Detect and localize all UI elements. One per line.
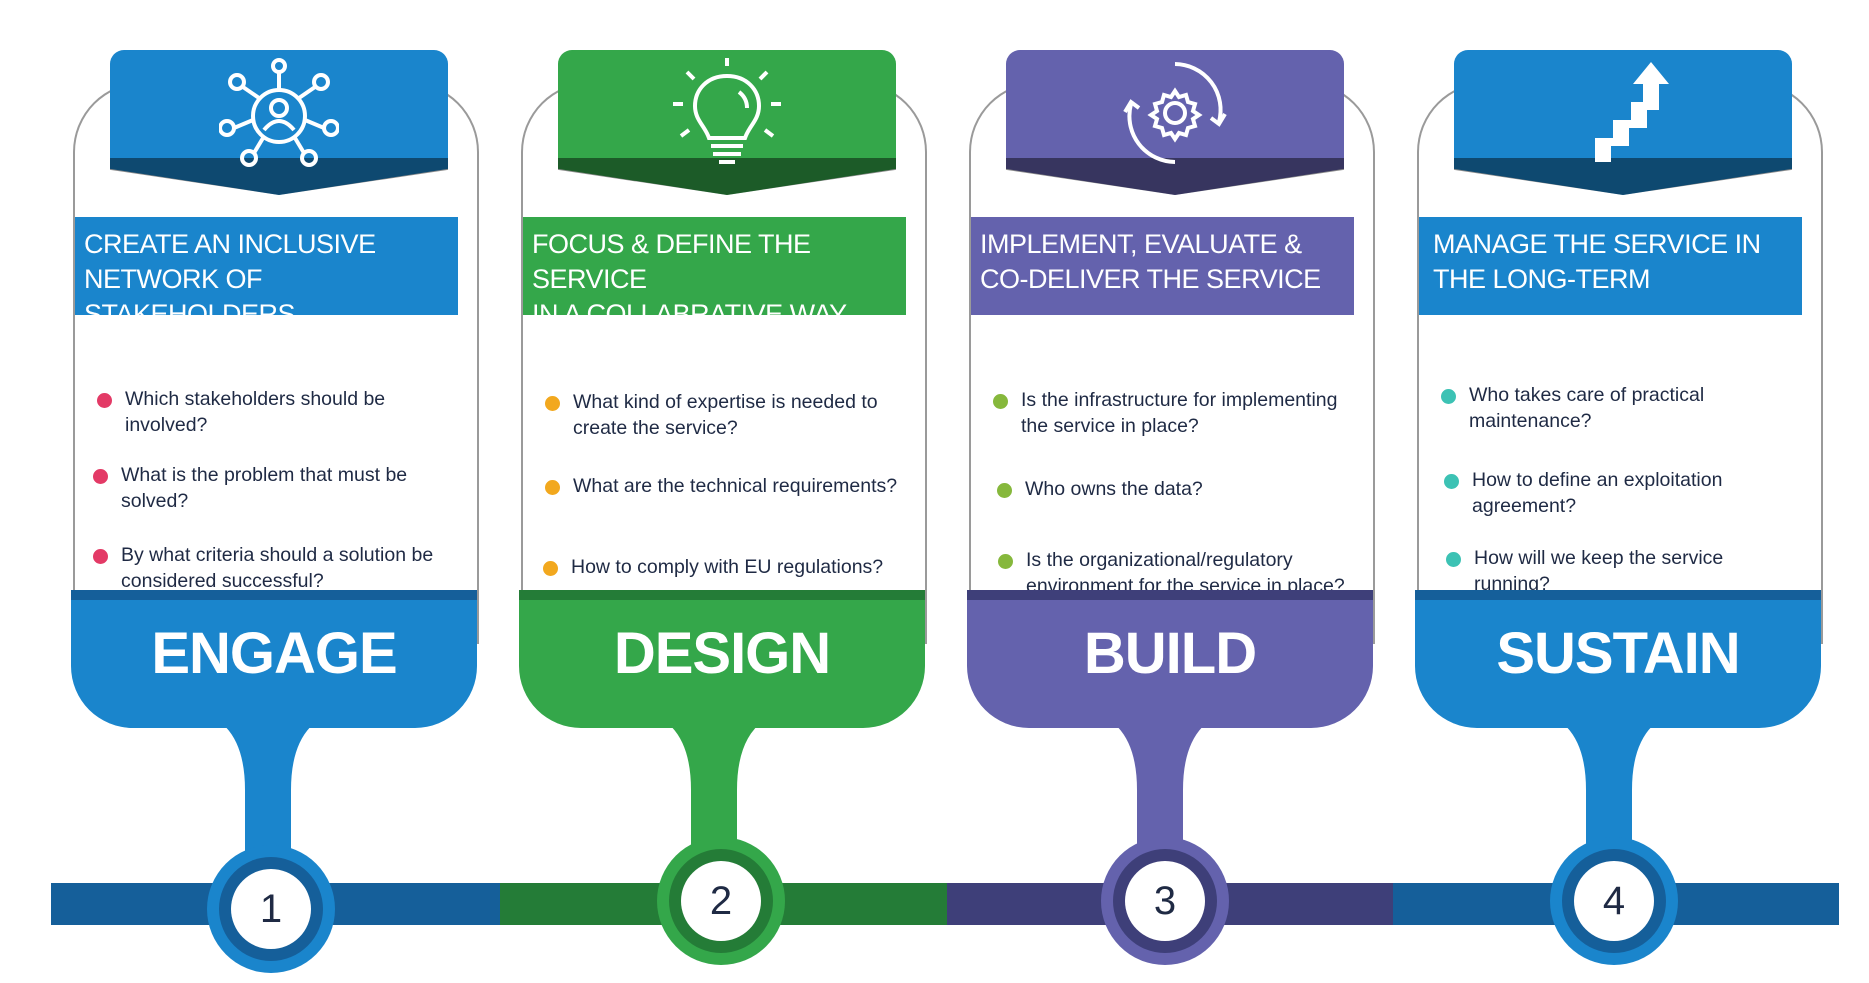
- phase-label-block: ENGAGE: [71, 590, 477, 728]
- question-line1: How to comply with EU regulations?: [571, 556, 884, 578]
- question-line1: Who takes care of practical: [1469, 384, 1705, 406]
- question-item: Which stakeholders should be involved?: [83, 386, 475, 438]
- phase-title-line2: THE LONG-TERM: [1433, 264, 1651, 294]
- connector-stem: [1085, 710, 1235, 920]
- phase-title-line1: IMPLEMENT, EVALUATE &: [980, 229, 1302, 259]
- bullet-dot: [545, 480, 560, 495]
- phase-card-sustain: MANAGE THE SERVICE IN THE LONG-TERM Who …: [1415, 50, 1869, 970]
- bullet-dot: [1446, 552, 1461, 567]
- question-item: By what criteria should a solution be co…: [79, 542, 471, 594]
- question-line1: Is the organizational/regulatory: [1026, 549, 1293, 571]
- question-line1: By what criteria should a solution be: [121, 544, 434, 566]
- step-number-badge: 1: [207, 845, 335, 973]
- bullet-dot: [993, 394, 1008, 409]
- phase-label: ENGAGE: [151, 621, 397, 686]
- phase-title: MANAGE THE SERVICE IN THE LONG-TERM: [1433, 227, 1805, 297]
- phase-label: SUSTAIN: [1496, 621, 1740, 686]
- phase-card-design: FOCUS & DEFINE THE SERVICE IN A COLLABRA…: [519, 50, 973, 970]
- question-line1: How will we keep the service: [1474, 547, 1724, 569]
- phase-title-bar: CREATE AN INCLUSIVE NETWORK OF STAKEHOLD…: [75, 217, 458, 329]
- bullet-dot: [545, 396, 560, 411]
- phase-title-line2: NETWORK OF STAKEHOLDERS: [84, 264, 296, 329]
- phase-title-line1: CREATE AN INCLUSIVE: [84, 229, 376, 259]
- icon-banner: [1454, 50, 1792, 195]
- phase-label-block: BUILD: [967, 590, 1373, 728]
- phase-label-block: DESIGN: [519, 590, 925, 728]
- phase-card-build: IMPLEMENT, EVALUATE & CO-DELIVER THE SER…: [967, 50, 1421, 970]
- step-number: 4: [1574, 861, 1654, 941]
- phase-title-line1: MANAGE THE SERVICE IN: [1433, 229, 1761, 259]
- phase-title-line2: IN A COLLABRATIVE WAY: [532, 299, 847, 329]
- question-item: Who owns the data?: [983, 476, 1375, 502]
- question-line2: the service in place?: [1021, 415, 1199, 437]
- question-line1: What is the problem that must be: [121, 464, 408, 486]
- question-item: What kind of expertise is needed to crea…: [531, 389, 923, 441]
- phase-label: BUILD: [1083, 621, 1257, 686]
- phase-title-line2: CO-DELIVER THE SERVICE: [980, 264, 1321, 294]
- bullet-dot: [1441, 389, 1456, 404]
- step-number: 2: [681, 861, 761, 941]
- phase-title: FOCUS & DEFINE THE SERVICE IN A COLLABRA…: [532, 227, 904, 332]
- question-line2: solved?: [121, 490, 189, 512]
- question-item: Is the infrastructure for implementing t…: [979, 387, 1371, 439]
- question-line1: What are the technical requirements?: [573, 475, 898, 497]
- phase-title-bar: FOCUS & DEFINE THE SERVICE IN A COLLABRA…: [523, 217, 906, 329]
- question-item: How to comply with EU regulations?: [529, 554, 921, 580]
- step-number-badge: 4: [1550, 837, 1678, 965]
- bullet-dot: [93, 469, 108, 484]
- bullet-dot: [97, 393, 112, 408]
- phase-title-line1: FOCUS & DEFINE THE SERVICE: [532, 229, 811, 294]
- bullet-dot: [998, 554, 1013, 569]
- phase-card-engage: CREATE AN INCLUSIVE NETWORK OF STAKEHOLD…: [71, 50, 525, 973]
- question-item: What is the problem that must be solved?: [79, 462, 471, 514]
- step-number: 1: [231, 869, 311, 949]
- question-line1: Which stakeholders should be: [125, 388, 386, 410]
- question-line2: involved?: [125, 414, 208, 436]
- question-line1: How to define an exploitation: [1472, 469, 1723, 491]
- question-item: Who takes care of practical maintenance?: [1427, 382, 1819, 434]
- question-line2: create the service?: [573, 417, 738, 439]
- step-number-badge: 2: [657, 837, 785, 965]
- stairs-arrow-icon: [1595, 62, 1669, 162]
- gear-cycle-icon: [1123, 62, 1227, 164]
- icon-banner: [110, 50, 448, 195]
- connector-stem: [1534, 710, 1684, 920]
- phase-title-bar: IMPLEMENT, EVALUATE & CO-DELIVER THE SER…: [971, 217, 1354, 315]
- question-line1: Is the infrastructure for implementing: [1021, 389, 1338, 411]
- connector-stem: [193, 710, 343, 920]
- step-number-badge: 3: [1101, 837, 1229, 965]
- bullet-dot: [93, 549, 108, 564]
- network-user-icon: [219, 58, 339, 167]
- question-line2: running?: [1474, 573, 1550, 595]
- step-number: 3: [1125, 861, 1205, 941]
- question-line1: Who owns the data?: [1025, 478, 1203, 500]
- question-line2: agreement?: [1472, 495, 1577, 517]
- phase-label-block: SUSTAIN: [1415, 590, 1821, 728]
- icon-banner: [1006, 50, 1344, 195]
- question-item: What are the technical requirements?: [531, 473, 923, 499]
- bullet-dot: [997, 483, 1012, 498]
- connector-stem: [639, 710, 789, 920]
- icon-banner: [558, 50, 896, 195]
- bullet-dot: [543, 561, 558, 576]
- question-item: How will we keep the service running?: [1432, 545, 1824, 597]
- question-line2: maintenance?: [1469, 410, 1592, 432]
- phase-title: IMPLEMENT, EVALUATE & CO-DELIVER THE SER…: [980, 227, 1352, 297]
- question-line2: considered successful?: [121, 570, 324, 592]
- lightbulb-icon: [673, 58, 781, 164]
- question-item: How to define an exploitation agreement?: [1430, 467, 1822, 519]
- question-line1: What kind of expertise is needed to: [573, 391, 878, 413]
- bullet-dot: [1444, 474, 1459, 489]
- phase-title-bar: MANAGE THE SERVICE IN THE LONG-TERM: [1419, 217, 1802, 315]
- phase-label: DESIGN: [613, 621, 831, 686]
- phase-title: CREATE AN INCLUSIVE NETWORK OF STAKEHOLD…: [84, 227, 456, 332]
